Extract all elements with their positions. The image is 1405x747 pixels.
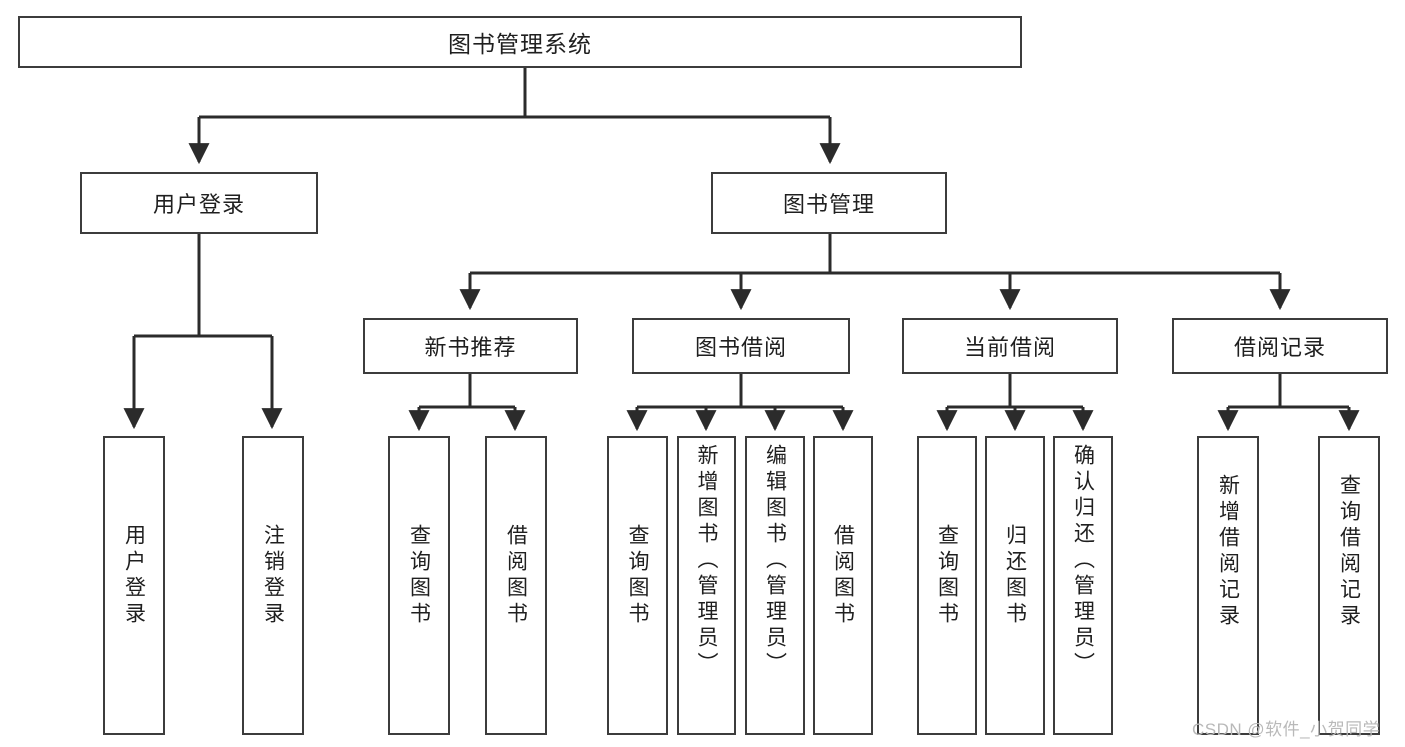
leaf-record-add[interactable]: 新增借阅记录 bbox=[1197, 436, 1259, 735]
node-label: 编辑图书（管理员） bbox=[763, 444, 787, 678]
leaf-borrow-add-book[interactable]: 新增图书（管理员） bbox=[677, 436, 736, 735]
node-label: 当前借阅 bbox=[963, 335, 1056, 360]
node-label: 图书借阅 bbox=[694, 335, 787, 360]
node-root-system[interactable]: 图书管理系统 bbox=[18, 16, 1022, 68]
node-current-borrow[interactable]: 当前借阅 bbox=[902, 318, 1118, 374]
leaf-current-return-book[interactable]: 归还图书 bbox=[985, 436, 1045, 735]
leaf-user-login-login[interactable]: 用户登录 bbox=[103, 436, 165, 735]
node-book-management[interactable]: 图书管理 bbox=[711, 172, 947, 234]
leaf-new-book-query[interactable]: 查询图书 bbox=[388, 436, 450, 735]
leaf-borrow-query-book[interactable]: 查询图书 bbox=[607, 436, 668, 735]
node-label: 注销登录 bbox=[261, 524, 285, 628]
leaf-borrow-edit-book[interactable]: 编辑图书（管理员） bbox=[745, 436, 805, 735]
leaf-new-book-borrow[interactable]: 借阅图书 bbox=[485, 436, 547, 735]
leaf-borrow-borrow-book[interactable]: 借阅图书 bbox=[813, 436, 873, 735]
node-label: 查询借阅记录 bbox=[1337, 474, 1361, 630]
node-label: 新增借阅记录 bbox=[1216, 474, 1240, 630]
node-label: 图书管理系统 bbox=[448, 31, 592, 57]
node-label: 图书管理 bbox=[782, 192, 875, 217]
node-label: 查询图书 bbox=[626, 524, 649, 628]
leaf-record-query[interactable]: 查询借阅记录 bbox=[1318, 436, 1380, 735]
node-label: 归还图书 bbox=[1003, 524, 1027, 628]
node-label: 确认归还（管理员） bbox=[1071, 444, 1095, 678]
node-label: 查询图书 bbox=[935, 524, 959, 628]
node-label: 借阅图书 bbox=[504, 524, 528, 628]
node-label: 借阅记录 bbox=[1233, 335, 1326, 360]
node-user-login[interactable]: 用户登录 bbox=[80, 172, 318, 234]
leaf-user-login-logout[interactable]: 注销登录 bbox=[242, 436, 304, 735]
node-label: 查询图书 bbox=[407, 524, 431, 628]
watermark-text: CSDN @软件_小贺同学 bbox=[1192, 720, 1381, 739]
leaf-current-query-book[interactable]: 查询图书 bbox=[917, 436, 977, 735]
node-label: 新书推荐 bbox=[424, 335, 517, 360]
node-label: 用户登录 bbox=[122, 524, 146, 628]
node-book-borrow[interactable]: 图书借阅 bbox=[632, 318, 850, 374]
node-label: 用户登录 bbox=[152, 192, 245, 217]
node-label: 新增图书（管理员） bbox=[695, 444, 718, 678]
node-new-book-recommend[interactable]: 新书推荐 bbox=[363, 318, 578, 374]
node-label: 借阅图书 bbox=[831, 524, 855, 628]
node-borrow-record[interactable]: 借阅记录 bbox=[1172, 318, 1388, 374]
leaf-current-confirm-return[interactable]: 确认归还（管理员） bbox=[1053, 436, 1113, 735]
